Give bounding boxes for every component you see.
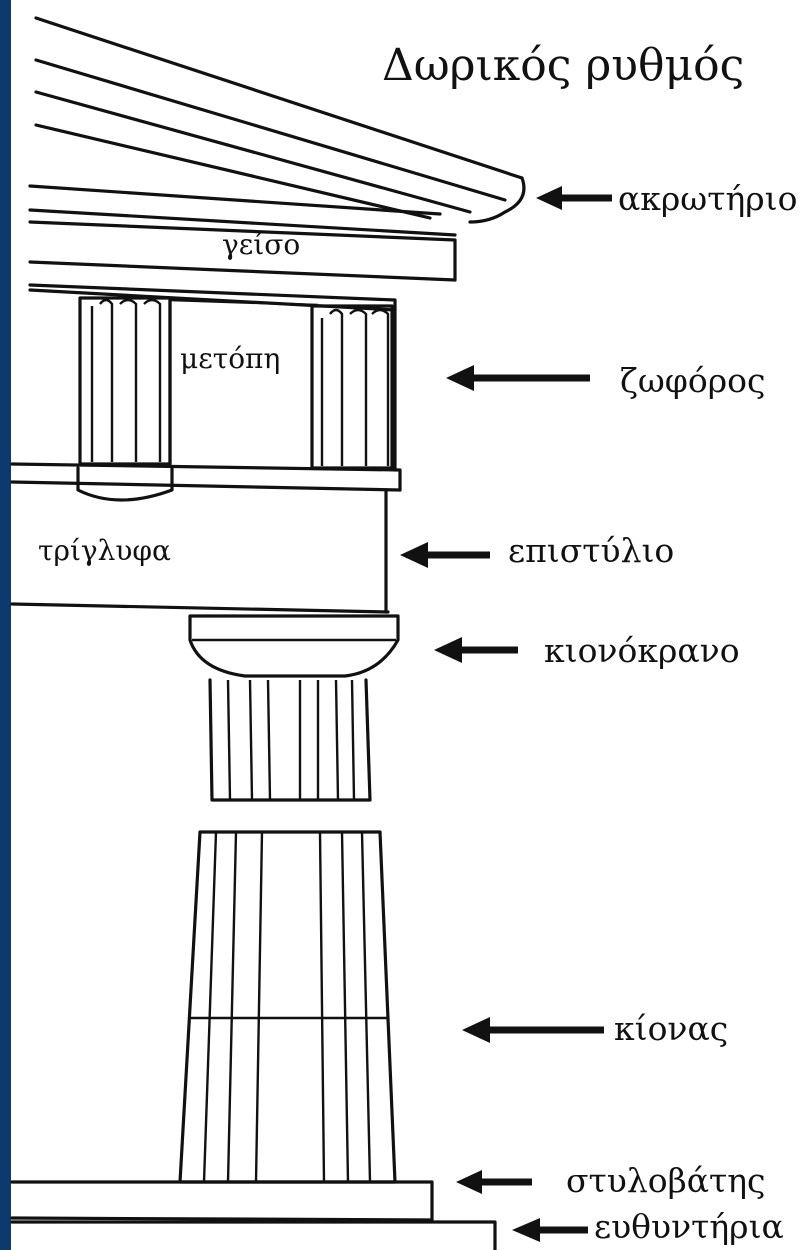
euthynteria — [10, 1220, 497, 1250]
label-akrotirio: ακρωτήριο — [618, 179, 797, 218]
arrow-efthyntiria — [512, 1218, 588, 1242]
stylobate — [10, 1180, 434, 1222]
label-geiso: γείσο — [222, 228, 300, 261]
label-kionokrano: κιονόκρανο — [544, 631, 740, 670]
frieze — [10, 296, 402, 502]
label-stylovatis: στυλοβάτης — [566, 1161, 766, 1200]
arrow-kionas — [462, 1017, 604, 1043]
arrow-kionokrano — [434, 637, 518, 663]
triglyph-left — [78, 296, 172, 466]
diagram-title: Δωρικός ρυθμός — [382, 40, 744, 91]
capital — [188, 614, 400, 678]
arrow-zoforos — [446, 365, 590, 391]
column-upper-drum — [208, 678, 372, 802]
label-zoforos: ζωφόρος — [620, 361, 766, 400]
label-efthyntiria: ευθυντήρια — [594, 1207, 784, 1246]
label-metopi: μετόπη — [180, 342, 280, 375]
architrave — [10, 488, 390, 614]
label-epistylio: επιστύλιο — [508, 531, 674, 570]
label-kionas: κίονας — [614, 1009, 728, 1048]
left-edge-bar — [0, 0, 11, 1250]
label-triglyfa: τρίγλυφα — [38, 534, 171, 567]
metope — [169, 298, 319, 307]
pediment-raking-cornice — [34, 16, 526, 224]
arrow-epistylio — [400, 542, 490, 568]
column-shaft — [178, 830, 397, 1184]
arrow-akrotirio — [536, 186, 612, 210]
triglyph-right — [310, 304, 394, 470]
arrow-stylovatis — [456, 1170, 532, 1194]
